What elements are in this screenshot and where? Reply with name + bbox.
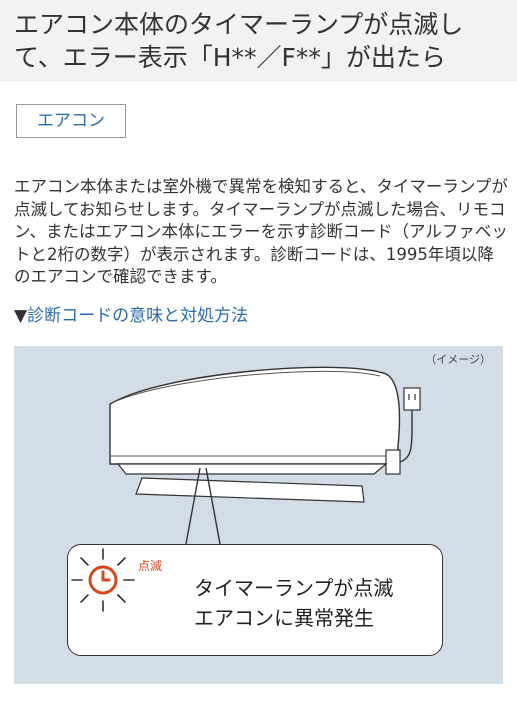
power-cord	[399, 402, 413, 463]
callout-bubble: 点滅 タイマーランプが点滅 エアコンに異常発生	[67, 544, 443, 656]
page-title: エアコン本体のタイマーランプが点滅して、エラー表示「H**／F**」が出たら	[14, 10, 464, 72]
callout-message-line1: タイマーランプが点滅	[194, 576, 394, 600]
description-paragraph: エアコン本体または室外機で異常を検知すると、タイマーランプが点滅してお知らせしま…	[14, 177, 508, 286]
image-note: （イメージ）	[425, 353, 491, 366]
ac-unit-body	[109, 366, 401, 465]
wall-outlet	[403, 387, 421, 411]
timer-lamp-icon	[71, 548, 135, 612]
ac-unit-side-panel	[385, 449, 401, 475]
page-header: エアコン本体のタイマーランプが点滅して、エラー表示「H**／F**」が出たら	[0, 0, 517, 82]
air-conditioner-drawing	[109, 366, 421, 545]
ac-flap	[135, 477, 365, 503]
diagnostic-code-link-label: 診断コードの意味と対処方法	[27, 306, 249, 326]
category-tag[interactable]: エアコン	[16, 104, 126, 138]
air-conditioner-illustration: （イメージ） 点滅 タイマーランプが点滅 エアコンに異常発生	[14, 346, 503, 684]
pointer-line-right	[205, 467, 221, 545]
pointer-line-left	[185, 467, 201, 545]
blink-label: 点滅	[138, 559, 163, 573]
callout-message: タイマーランプが点滅 エアコンに異常発生	[194, 573, 393, 633]
triangle-down-icon: ▼	[14, 306, 28, 326]
callout-message-line2: エアコンに異常発生	[194, 606, 374, 630]
ac-louver	[116, 463, 388, 475]
ac-unit-top-edge	[113, 370, 381, 403]
diagnostic-code-link[interactable]: ▼診断コードの意味と対処方法	[14, 304, 248, 328]
